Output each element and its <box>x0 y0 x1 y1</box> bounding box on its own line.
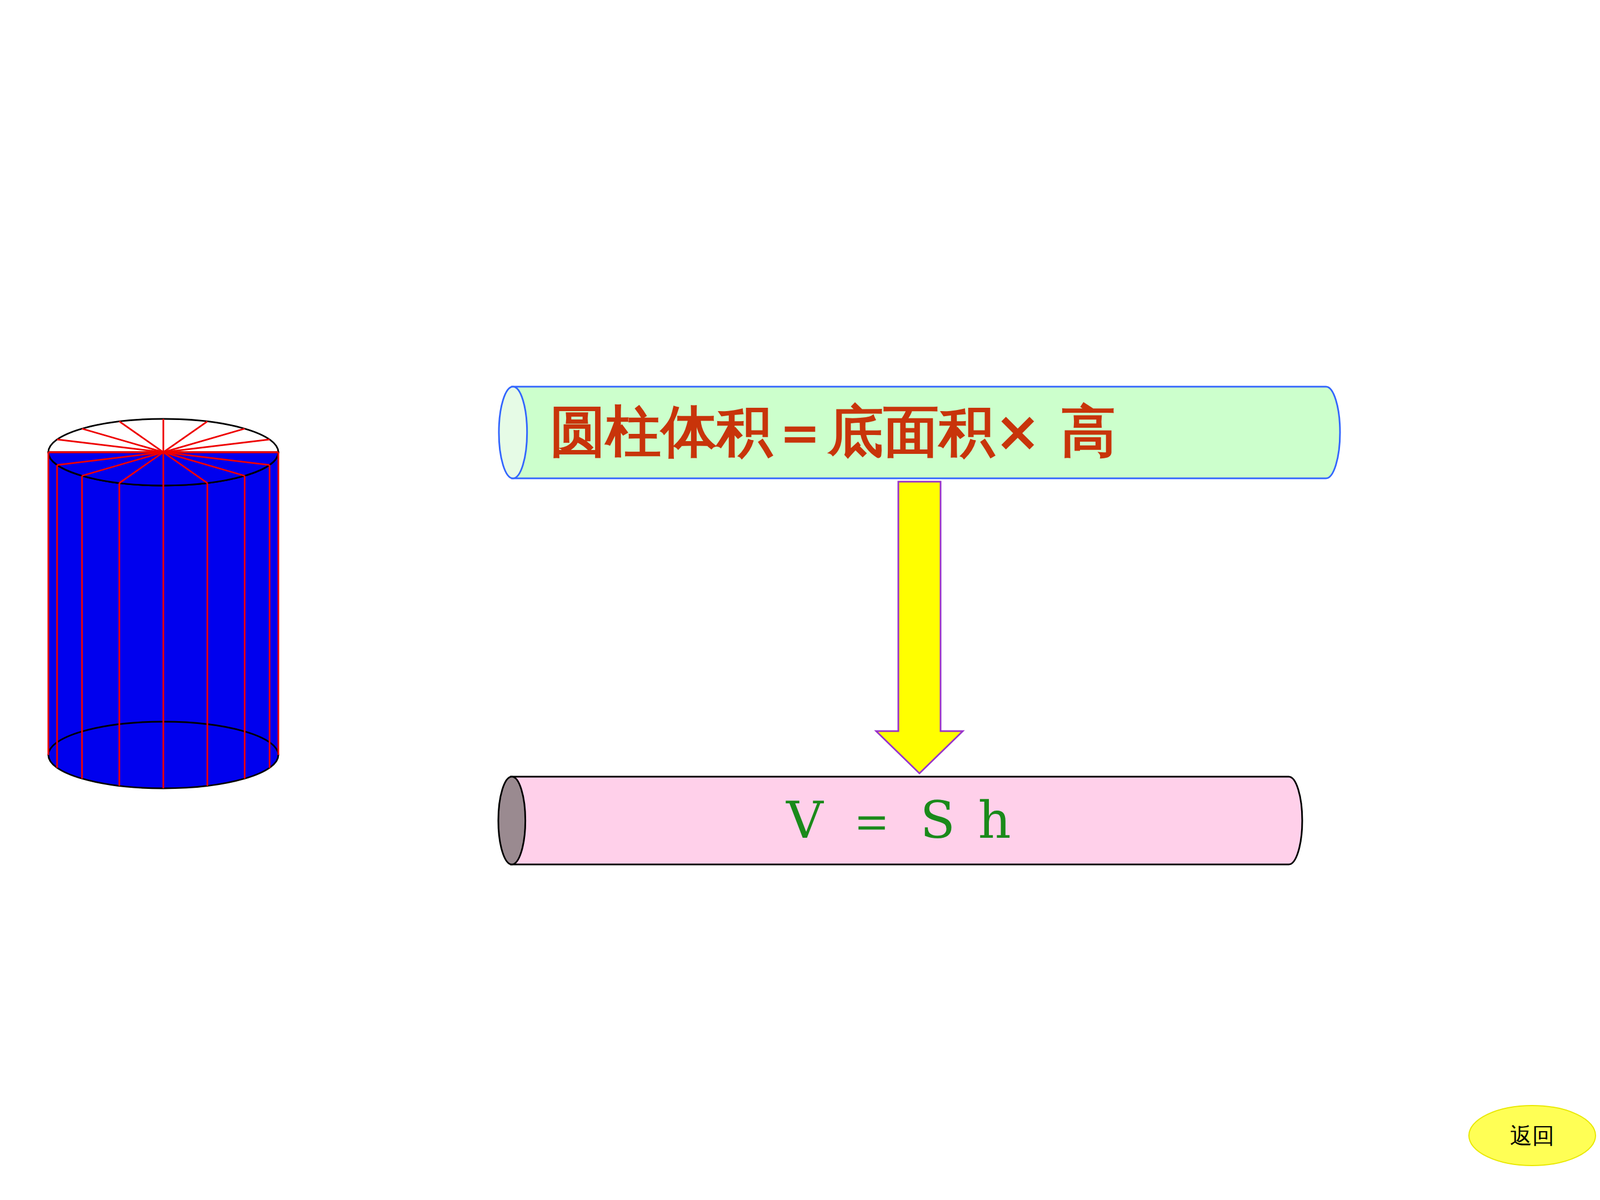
formula-tube: V ＝ S h <box>497 775 1304 866</box>
down-arrow <box>876 481 963 774</box>
node-text: 返回 <box>1510 1120 1555 1152</box>
return-button: 返回 <box>1467 1104 1597 1167</box>
formula-tube: 圆柱体积＝底面积× 高 <box>497 385 1342 480</box>
node-text: 圆柱体积＝底面积× 高 <box>550 395 1117 470</box>
node-text: V ＝ S h <box>786 786 1014 855</box>
